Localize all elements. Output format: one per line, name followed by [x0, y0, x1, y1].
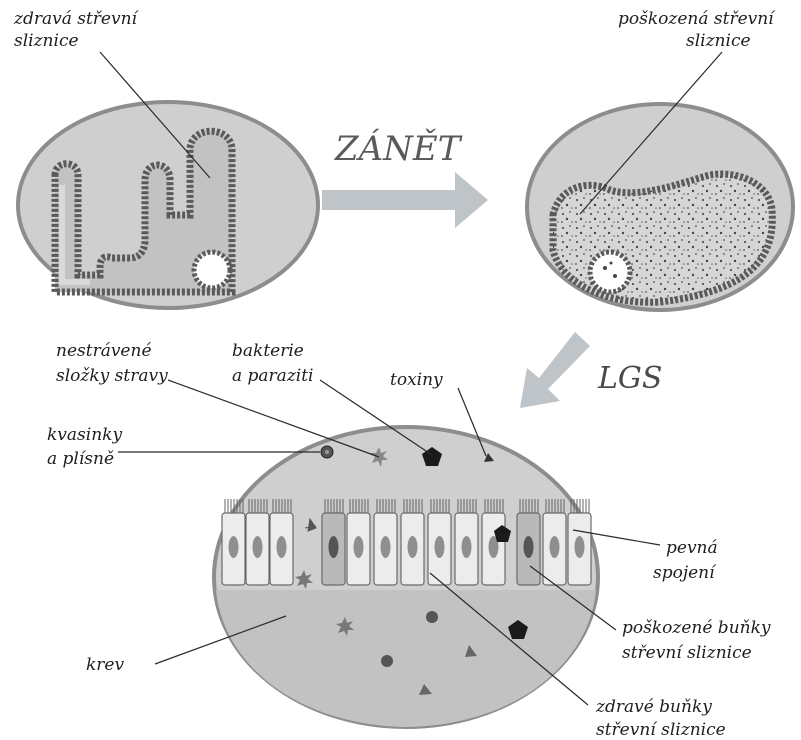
yeast-in-blood-2	[381, 655, 393, 667]
label-tight-junctions: pevná spojení	[653, 538, 723, 583]
inflammation-label: ZÁNĚT	[334, 128, 463, 169]
label-healthy-mucosa: zdravá střevní sliznice	[13, 9, 142, 51]
blood-area	[216, 590, 596, 727]
label-yeast: kvasinky a plísně	[47, 425, 127, 469]
detail-panel	[214, 427, 598, 727]
lgs-label: LGS	[597, 361, 662, 396]
label-undigested: nestrávené složky stravy	[56, 341, 168, 386]
yeast-in-blood-1	[426, 611, 438, 623]
inflammation-arrow	[322, 172, 488, 228]
damaged-crypt	[590, 252, 630, 292]
crypt-lumen	[194, 252, 230, 288]
label-damaged-mucosa: poškozená střevní sliznice	[618, 9, 779, 51]
label-damaged-cells: poškozené buňky střevní sliznice	[622, 618, 776, 663]
label-blood: krev	[86, 655, 124, 675]
lgs-arrow	[520, 332, 590, 408]
label-toxins: toxiny	[390, 370, 443, 390]
healthy-mucosa-panel	[18, 102, 318, 308]
label-bacteria: bakterie a paraziti	[232, 341, 313, 386]
label-healthy-cells: zdravé buňky střevní sliznice	[595, 697, 726, 740]
damaged-mucosa-panel	[527, 104, 793, 310]
leader-undigested	[168, 380, 379, 457]
